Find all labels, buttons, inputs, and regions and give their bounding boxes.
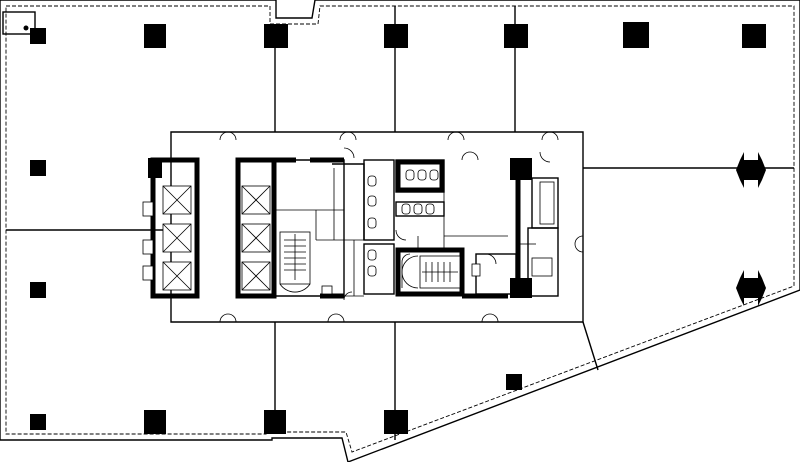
toilet-icon (413, 203, 423, 215)
toilet-icon (405, 169, 415, 181)
structural-column-icon (30, 28, 46, 44)
structural-column-icon (384, 24, 408, 48)
elevator-icon (162, 223, 192, 253)
structural-column-icon (736, 152, 766, 188)
elevator-icon (241, 261, 271, 291)
door-swing-icon (219, 313, 237, 323)
door-swing-icon (339, 131, 357, 141)
structural-column-icon (144, 410, 166, 434)
toilet-icon (367, 195, 377, 207)
toilet-icon (367, 265, 377, 277)
corner-shaft (2, 11, 36, 35)
stair-icon (279, 231, 311, 293)
structural-column-icon (30, 282, 46, 298)
structural-column-icon (144, 24, 166, 48)
structural-column-icon (30, 414, 46, 430)
door-swing-icon (541, 131, 559, 141)
toilet-icon (367, 175, 377, 187)
elevator-icon (241, 223, 271, 253)
door-swing-icon (327, 313, 345, 323)
toilet-icon (367, 249, 377, 261)
door-swing-icon (574, 235, 584, 253)
core-shafts-right (462, 151, 559, 299)
door-swing-icon (219, 131, 237, 141)
toilet-icon (429, 169, 439, 181)
elevator-icon (162, 261, 192, 291)
stair-icon (395, 247, 465, 297)
door-swing-icon (447, 131, 465, 141)
structural-columns (30, 22, 766, 434)
elevator-icon (241, 185, 271, 215)
structural-column-icon (384, 410, 408, 434)
structural-column-icon (30, 160, 46, 176)
toilet-icon (401, 203, 411, 215)
structural-column-icon (264, 410, 286, 434)
corridor-details (321, 285, 364, 301)
toilet-icon (367, 217, 377, 229)
toilet-icon (425, 203, 435, 215)
structural-column-icon (736, 270, 766, 306)
elevator-bank-left (142, 157, 200, 299)
structural-column-icon (264, 24, 288, 48)
core-doors (219, 131, 584, 323)
structural-column-icon (623, 22, 649, 48)
restroom-block (363, 151, 508, 295)
toilet-icon (417, 169, 427, 181)
structural-column-icon (504, 24, 528, 48)
door-swing-icon (481, 313, 499, 323)
elevator-bank-right (235, 157, 277, 299)
elevator-icon (162, 185, 192, 215)
structural-column-icon (506, 374, 522, 390)
tenant-partitions (6, 6, 794, 440)
structural-column-icon (742, 24, 766, 48)
